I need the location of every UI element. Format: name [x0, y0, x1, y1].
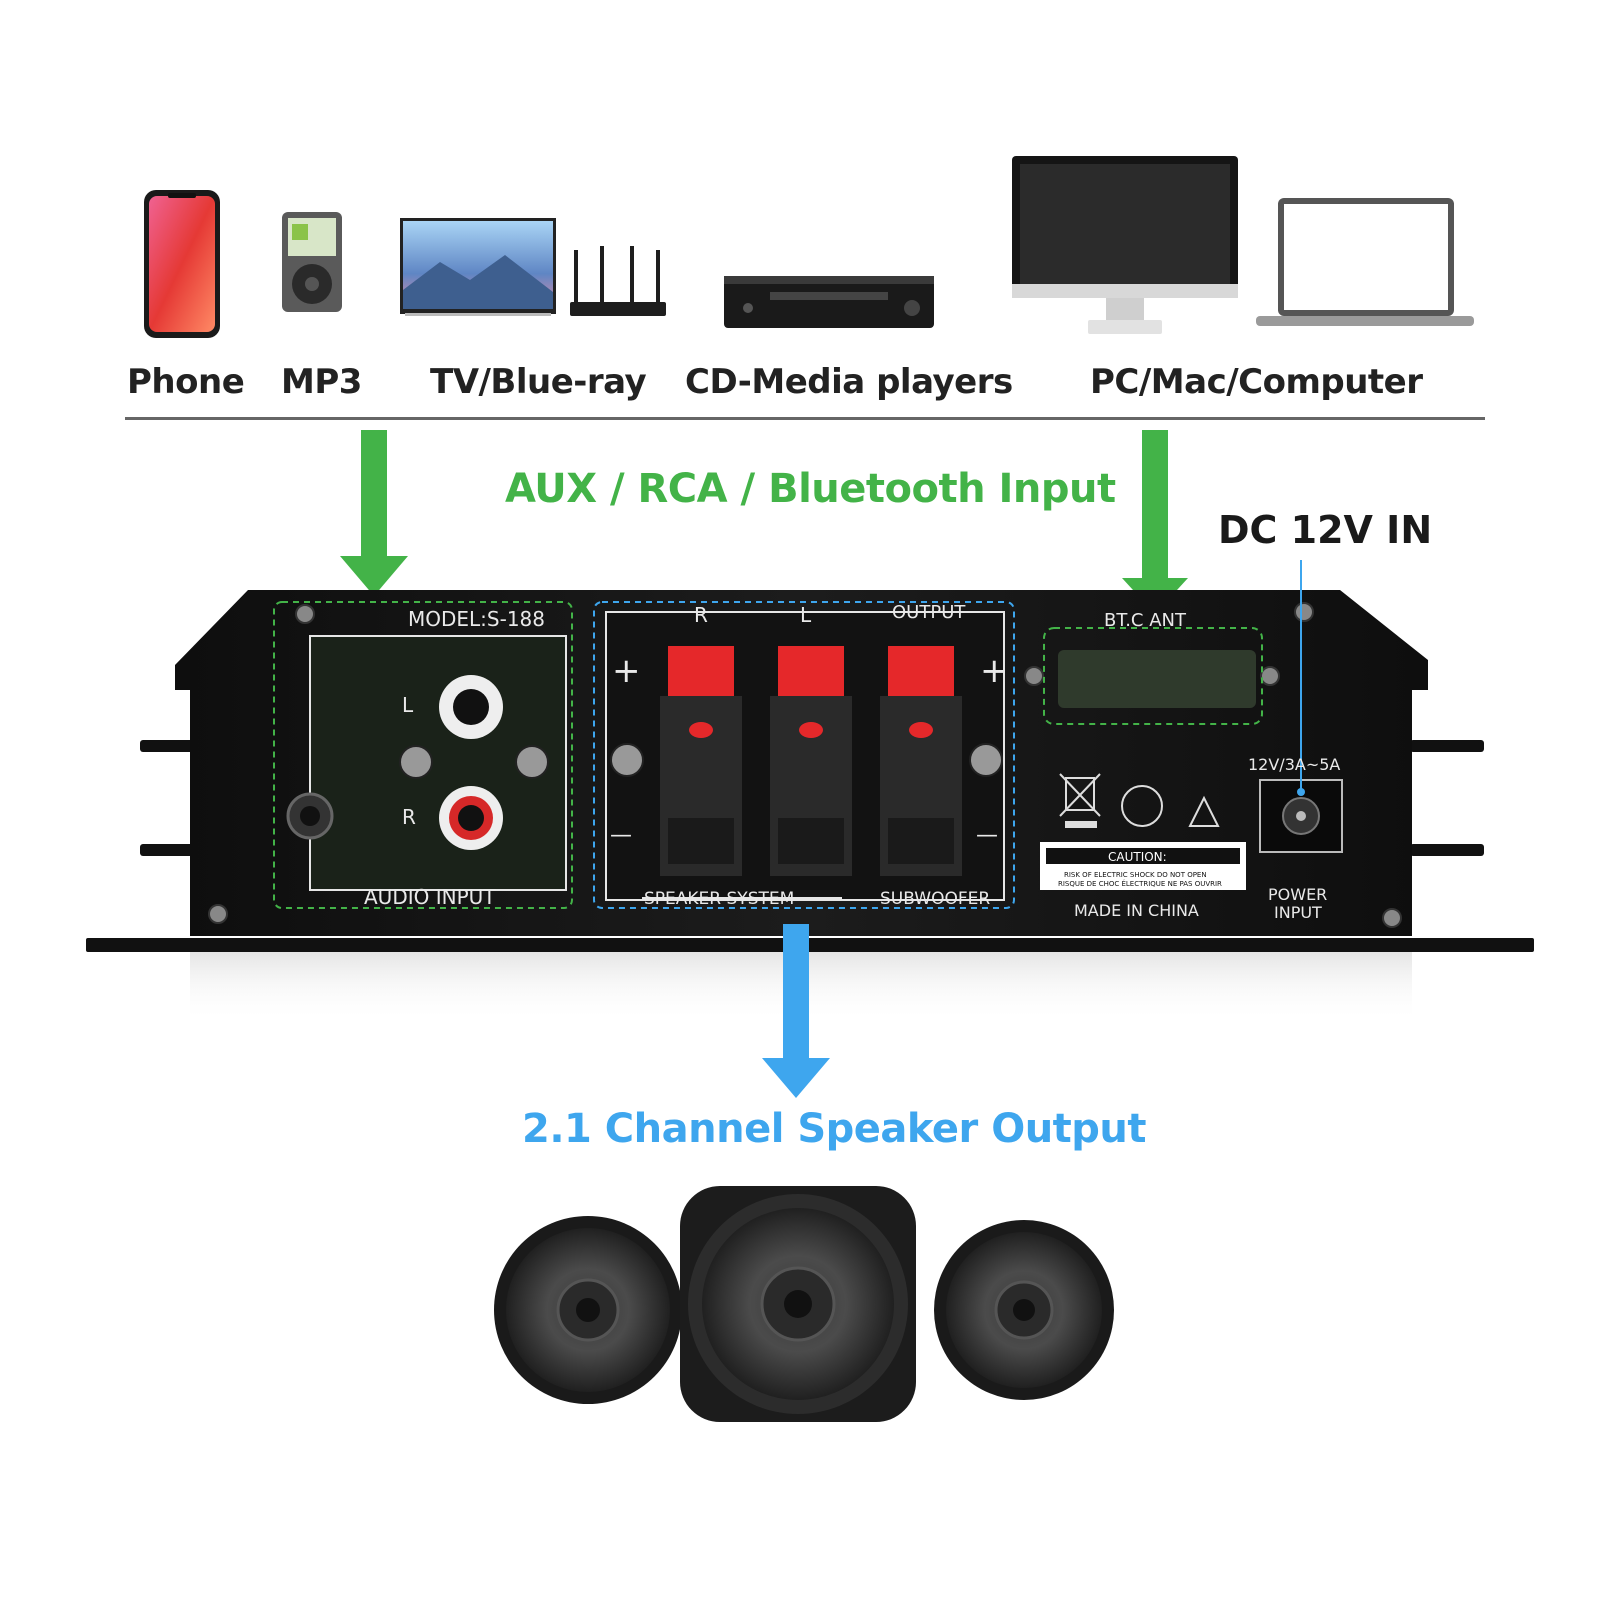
- tv-icon: [400, 218, 556, 316]
- source-label-tv: TV/Blue-ray: [430, 362, 647, 402]
- output-label: OUTPUT: [892, 602, 966, 623]
- output-label: 2.1 Channel Speaker Output: [522, 1106, 1147, 1152]
- input-label: AUX / RCA / Bluetooth Input: [505, 466, 1116, 512]
- caution-en: RISK OF ELECTRIC SHOCK DO NOT OPEN: [1064, 871, 1207, 879]
- made-in-label: MADE IN CHINA: [1074, 901, 1199, 920]
- power-rating-label: 12V/3A~5A: [1248, 755, 1340, 774]
- r-label: R: [402, 805, 416, 829]
- source-label-mp3: MP3: [281, 362, 362, 402]
- r-top-label: R: [694, 603, 708, 627]
- input-arrow-left: [340, 430, 408, 596]
- speaker-right-icon: [934, 1220, 1114, 1400]
- dc-label: DC 12V IN: [1218, 508, 1433, 552]
- monitor-icon: [1012, 156, 1238, 334]
- bt-ant-label: BT.C ANT: [1104, 610, 1187, 631]
- caution-fr: RISQUE DE CHOC ÉLECTRIQUE NE PAS OUVRIR: [1058, 879, 1222, 888]
- minus-right: —: [976, 823, 998, 848]
- source-label-cd: CD-Media players: [685, 362, 1013, 402]
- output-arrow: [762, 924, 830, 1098]
- plus-left: +: [612, 651, 641, 691]
- speaker-system-label: SPEAKER SYSTEM: [644, 889, 794, 909]
- input-arrows: [340, 430, 1188, 600]
- speaker-left-icon: [494, 1216, 682, 1404]
- laptop-icon: [1256, 198, 1474, 326]
- model-label: MODEL:S-188: [408, 607, 545, 631]
- router-icon: [570, 246, 666, 316]
- divider-line: [125, 417, 1485, 420]
- mp3-icon: [282, 212, 342, 312]
- power-input-label-1: POWER: [1268, 885, 1327, 904]
- speaker-center-icon: [680, 1186, 916, 1422]
- minus-left: —: [610, 823, 632, 848]
- caution-label: CAUTION:: [1108, 850, 1167, 864]
- source-label-pc: PC/Mac/Computer: [1090, 362, 1423, 402]
- cd-player-icon: [724, 276, 934, 328]
- l-label: L: [402, 693, 414, 717]
- subwoofer-label: SUBWOOFER: [880, 889, 990, 909]
- plus-right: +: [980, 651, 1009, 691]
- audio-input-label: AUDIO INPUT: [364, 885, 496, 909]
- l-top-label: L: [800, 603, 812, 627]
- source-label-phone: Phone: [127, 362, 245, 402]
- speakers: [494, 1186, 1114, 1422]
- phone-icon: [144, 190, 220, 338]
- power-input-label-2: INPUT: [1274, 903, 1322, 922]
- source-devices: [144, 156, 1474, 338]
